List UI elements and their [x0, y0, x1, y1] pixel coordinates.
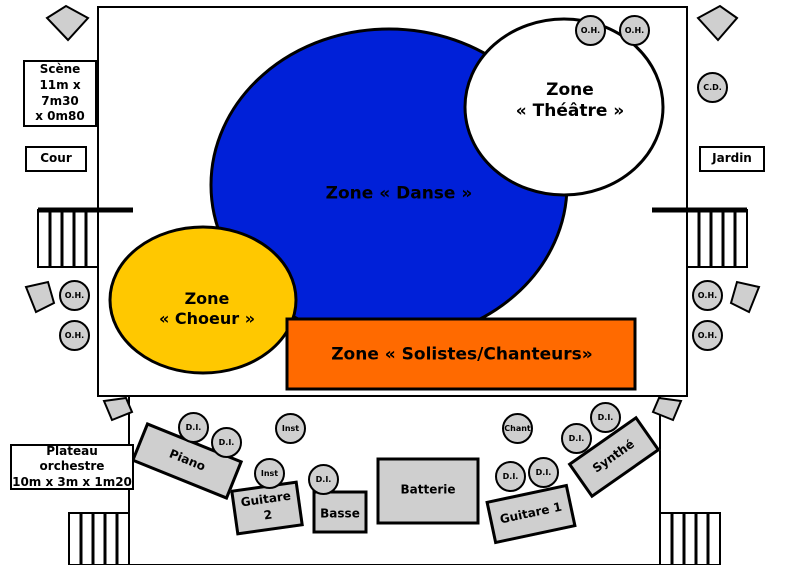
batterie-box	[376, 457, 480, 525]
mic-di: D.I.	[211, 427, 242, 458]
mic-di: D.I.	[528, 457, 559, 488]
cour-label: Cour	[40, 151, 72, 166]
orchestra-info-box: Plateau orchestre 10m x 3m x 1m20	[10, 444, 134, 490]
mic-oh: O.H.	[59, 280, 90, 311]
mic-oh: O.H.	[692, 280, 723, 311]
zone-theatre-ellipse	[463, 17, 665, 197]
zone-theatre-line2: « Théâtre »	[515, 101, 625, 121]
mic-di: D.I.	[590, 402, 621, 433]
scene-info-line2: 11m x 7m30	[39, 77, 81, 108]
guitare1-label: Guitare 1	[498, 499, 564, 527]
zone-danse-label: Zone « Danse »	[325, 183, 473, 204]
zone-theatre-label: Zone « Théâtre »	[516, 80, 625, 123]
mic-di: D.I.	[308, 464, 339, 495]
zone-theatre-line1: Zone	[546, 79, 594, 100]
mic-di: D.I.	[495, 461, 526, 492]
orchestra-info-line1: Plateau orchestre	[39, 443, 105, 474]
zone-choeur-line2: « Choeur »	[158, 309, 256, 328]
zone-choeur-ellipse	[108, 225, 298, 375]
speaker-icon	[729, 280, 761, 314]
scene-info-box: Scène 11m x 7m30 x 0m80	[23, 60, 97, 127]
stairs-right-upper	[652, 207, 748, 268]
mic-oh: O.H.	[59, 320, 90, 351]
mic-chant: Chant	[502, 413, 533, 444]
zone-choeur-line1: Zone	[184, 289, 230, 308]
mic-oh: O.H.	[692, 320, 723, 351]
mic-inst: Inst	[254, 458, 285, 489]
mic-di: D.I.	[561, 423, 592, 454]
speaker-icon	[45, 4, 90, 42]
guitare2-label: Guitare 2	[239, 489, 292, 523]
speaker-icon	[696, 4, 739, 42]
orchestra-info-line2: 10m x 3m x 1m20	[12, 474, 132, 489]
zone-choeur-label: Zone « Choeur »	[159, 289, 255, 329]
stairs-right-lower	[659, 512, 721, 565]
piano-label: Piano	[167, 446, 208, 474]
zone-solistes-rect	[285, 317, 637, 391]
basse-box	[312, 490, 368, 534]
scene-info-line3: x 0m80	[35, 109, 85, 124]
stairs-left-upper	[37, 207, 133, 268]
speaker-icon	[102, 396, 134, 422]
jardin-label: Jardin	[712, 151, 752, 166]
speaker-icon	[24, 280, 56, 314]
mic-cd: C.D.	[697, 72, 728, 103]
mic-inst: Inst	[275, 413, 306, 444]
stairs-left-lower	[68, 512, 130, 565]
mic-oh: O.H.	[619, 15, 650, 46]
scene-info-line1: Scène	[39, 62, 81, 77]
mic-di: D.I.	[178, 412, 209, 443]
mic-oh: O.H.	[575, 15, 606, 46]
batterie-label: Batterie	[400, 482, 456, 497]
jardin-box: Jardin	[699, 146, 765, 172]
zone-solistes-label: Zone « Solistes/Chanteurs»	[331, 344, 593, 365]
speaker-icon	[651, 396, 683, 422]
basse-label: Basse	[320, 506, 360, 521]
cour-box: Cour	[25, 146, 87, 172]
